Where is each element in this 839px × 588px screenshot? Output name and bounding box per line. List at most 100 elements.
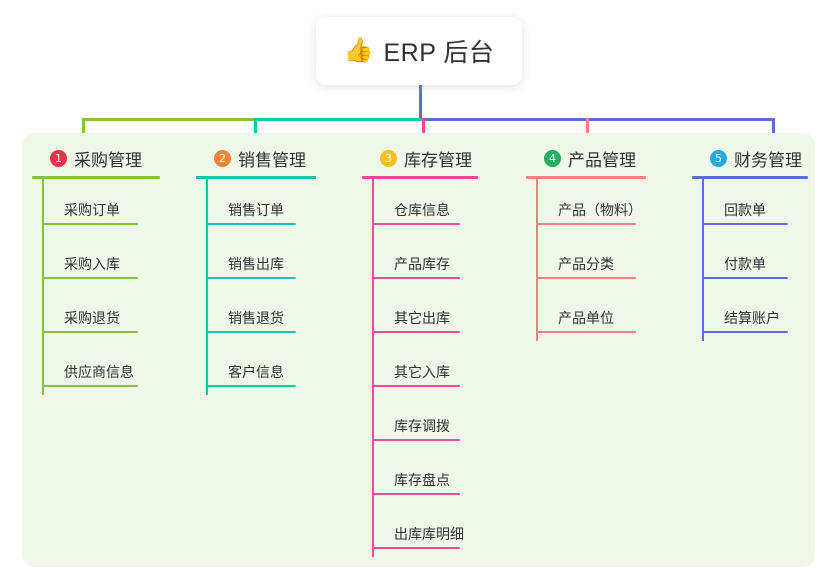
leaf-node[interactable]: 库存盘点	[372, 471, 460, 495]
branch-spine-2	[206, 179, 208, 395]
leaf-node[interactable]: 回款单	[702, 201, 788, 225]
leaf-label: 付款单	[724, 256, 766, 272]
leaf-label: 回款单	[724, 202, 766, 218]
leaf-label: 出库库明细	[394, 526, 464, 542]
branch-items-1: 采购订单采购入库采购退货供应商信息	[32, 179, 160, 395]
leaf-node[interactable]: 销售退货	[206, 309, 296, 333]
leaf-label: 库存盘点	[394, 472, 450, 488]
branch-underline-4	[526, 176, 646, 179]
leaf-underline	[372, 439, 460, 441]
branch-column-4: 4 产品管理产品（物料） 产品分类产品单位	[526, 145, 646, 341]
leaf-node[interactable]: 销售订单	[206, 201, 296, 225]
branch-items-3: 仓库信息产品库存其它出库其它入库库存调拨库存盘点出库库明细	[362, 179, 478, 557]
leaf-node[interactable]: 其它出库	[372, 309, 460, 333]
leaf-node[interactable]: 供应商信息	[42, 363, 138, 387]
leaf-label: 销售出库	[228, 256, 284, 272]
leaf-label: 产品（物料）	[558, 202, 642, 218]
branch-badge-5: 5	[710, 149, 727, 167]
branch-badge-1: 1	[50, 149, 67, 167]
bus-segment-2	[254, 118, 422, 121]
branch-header-3[interactable]: 3 库存管理	[362, 145, 478, 171]
leaf-node[interactable]: 采购入库	[42, 255, 138, 279]
leaf-node[interactable]: 付款单	[702, 255, 788, 279]
leaf-node[interactable]: 采购退货	[42, 309, 138, 333]
leaf-label: 销售退货	[228, 310, 284, 326]
leaf-label: 产品分类	[558, 256, 614, 272]
leaf-node[interactable]: 出库库明细	[372, 525, 464, 549]
leaf-label: 销售订单	[228, 202, 284, 218]
leaf-label: 其它出库	[394, 310, 450, 326]
leaf-node[interactable]: 产品分类	[536, 255, 636, 279]
leaf-underline	[536, 277, 636, 279]
leaf-label: 采购退货	[64, 310, 120, 326]
leaf-label: 其它入库	[394, 364, 450, 380]
branch-badge-3: 3	[380, 149, 397, 167]
leaf-label: 采购订单	[64, 202, 120, 218]
leaf-label: 产品单位	[558, 310, 614, 326]
leaf-underline	[42, 385, 138, 387]
leaf-underline	[206, 331, 296, 333]
branch-underline-3	[362, 176, 478, 179]
leaf-label: 结算账户	[724, 310, 780, 326]
branch-underline-5	[692, 176, 808, 179]
branch-items-2: 销售订单销售出库销售退货客户信息	[196, 179, 316, 395]
leaf-underline	[42, 277, 138, 279]
branch-underline-1	[32, 176, 160, 179]
leaf-label: 产品库存	[394, 256, 450, 272]
leaf-underline	[372, 547, 460, 549]
leaf-underline	[372, 277, 460, 279]
page-title: ERP 后台	[383, 39, 495, 67]
leaf-underline	[206, 277, 296, 279]
bus-segment-1	[82, 118, 254, 121]
bus-segment-3	[422, 118, 774, 121]
branch-title-2: 销售管理	[238, 150, 306, 170]
branch-header-5[interactable]: 5 财务管理	[692, 145, 808, 171]
branch-underline-2	[196, 176, 316, 179]
leaf-node[interactable]: 库存调拨	[372, 417, 460, 441]
leaf-underline	[206, 223, 296, 225]
leaf-node[interactable]: 客户信息	[206, 363, 296, 387]
leaf-underline	[536, 223, 636, 225]
branch-title-3: 库存管理	[404, 150, 472, 170]
leaf-underline	[372, 385, 460, 387]
root-node-card[interactable]: 👍 ERP 后台	[316, 17, 522, 85]
leaf-node[interactable]: 结算账户	[702, 309, 788, 333]
leaf-underline	[206, 385, 296, 387]
trunk-connector	[419, 85, 422, 120]
branch-spine-5	[702, 179, 704, 341]
branch-items-4: 产品（物料） 产品分类产品单位	[526, 179, 646, 341]
leaf-node[interactable]: 产品库存	[372, 255, 460, 279]
leaf-underline	[702, 331, 788, 333]
leaf-underline	[372, 493, 460, 495]
branch-column-5: 5 财务管理回款单付款单结算账户	[692, 145, 808, 341]
leaf-label: 仓库信息	[394, 202, 450, 218]
branch-items-5: 回款单付款单结算账户	[692, 179, 808, 341]
branch-badge-4: 4	[544, 149, 561, 167]
branch-title-5: 财务管理	[734, 150, 802, 170]
leaf-underline	[42, 223, 138, 225]
leaf-underline	[536, 331, 636, 333]
branch-column-3: 3 库存管理仓库信息产品库存其它出库其它入库库存调拨库存盘点出库库明细	[362, 145, 478, 557]
leaf-node[interactable]: 销售出库	[206, 255, 296, 279]
thumbs-up-icon: 👍	[343, 37, 374, 64]
leaf-node[interactable]: 产品（物料）	[536, 201, 642, 225]
leaf-node[interactable]: 产品单位	[536, 309, 636, 333]
branch-spine-1	[42, 179, 44, 395]
leaf-underline	[42, 331, 138, 333]
branch-spine-3	[372, 179, 374, 557]
leaf-node[interactable]: 仓库信息	[372, 201, 460, 225]
leaf-node[interactable]: 其它入库	[372, 363, 460, 387]
leaf-underline	[372, 331, 460, 333]
branch-header-4[interactable]: 4 产品管理	[526, 145, 646, 171]
branch-spine-4	[536, 179, 538, 341]
leaf-label: 库存调拨	[394, 418, 450, 434]
branch-title-4: 产品管理	[568, 150, 636, 170]
leaf-underline	[702, 223, 788, 225]
leaf-node[interactable]: 采购订单	[42, 201, 138, 225]
leaf-label: 客户信息	[228, 364, 284, 380]
